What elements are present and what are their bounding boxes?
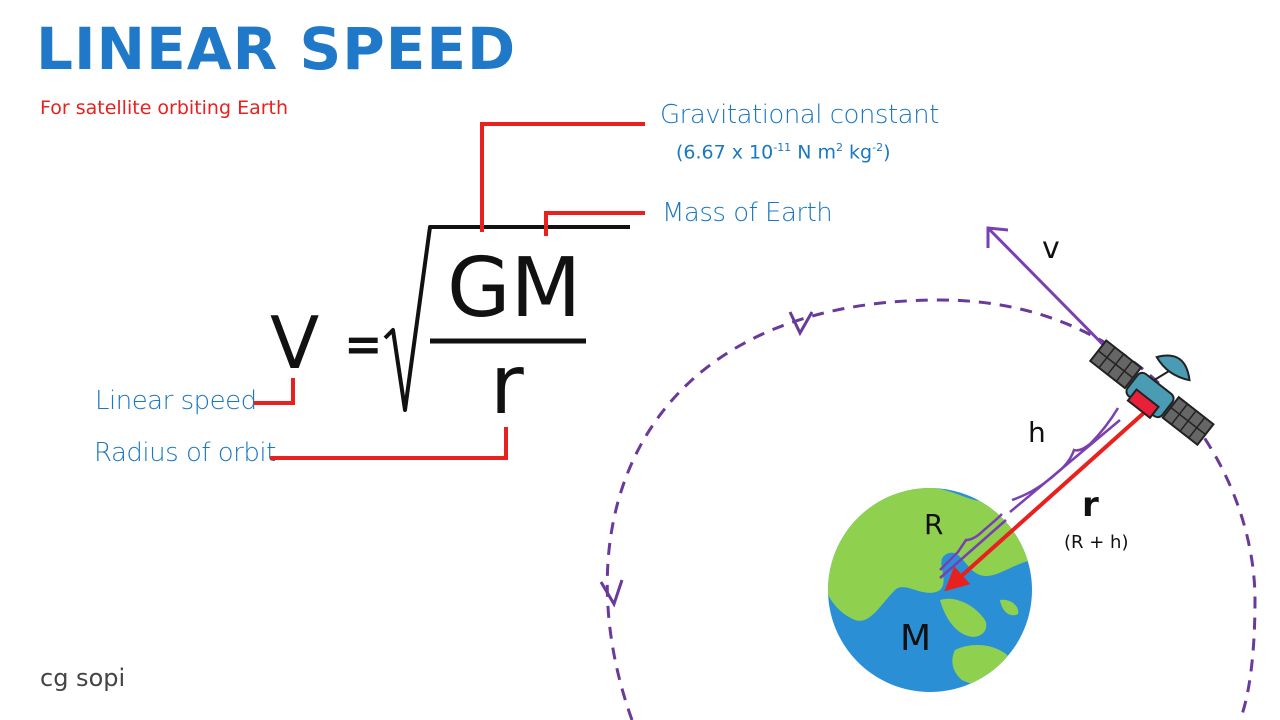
formula-denominator: r: [490, 338, 524, 433]
formula-numerator: GM: [447, 241, 581, 336]
leader-gravitational-constant: [480, 122, 645, 232]
height-label: h: [1028, 416, 1046, 449]
label-radius-of-orbit: Radius of orbit: [94, 438, 276, 468]
label-mass-of-earth: Mass of Earth: [662, 198, 833, 228]
leader-linear-speed: [254, 378, 295, 405]
page-title: LINEAR SPEED: [36, 15, 517, 83]
radical-sign: [383, 225, 630, 412]
label-linear-speed: Linear speed: [95, 386, 257, 416]
orbit-path: [605, 298, 1257, 720]
label-g-value: (6.67 x 10-11 N m2 kg-2): [676, 141, 891, 164]
satellite-icon: [1088, 339, 1215, 447]
earth-radius-line: [939, 519, 1007, 579]
page-subtitle: For satellite orbiting Earth: [40, 97, 289, 119]
credit-text: cg sopi: [40, 664, 126, 692]
formula-v: V: [270, 301, 319, 385]
earth-radius-bracket: [939, 513, 1003, 571]
leader-mass-of-earth: [544, 211, 645, 236]
label-gravitational-constant: Gravitational constant: [660, 100, 939, 130]
orbit-radius-sum-label: (R + h): [1064, 532, 1129, 553]
velocity-arrowhead: [986, 226, 1009, 248]
leader-radius-of-orbit: [270, 427, 508, 460]
earth-mass-label: M: [900, 618, 931, 659]
height-bracket: [1011, 407, 1120, 502]
orbit-radius-label: r: [1082, 485, 1099, 525]
earth-radius-label: R: [924, 508, 943, 541]
orbit-radius-arrow: [944, 409, 1148, 592]
orbit-chevron-left: [599, 579, 624, 608]
orbit-chevron-top: [788, 311, 814, 337]
formula-equals: =: [344, 317, 383, 371]
velocity-label: v: [1042, 231, 1060, 266]
